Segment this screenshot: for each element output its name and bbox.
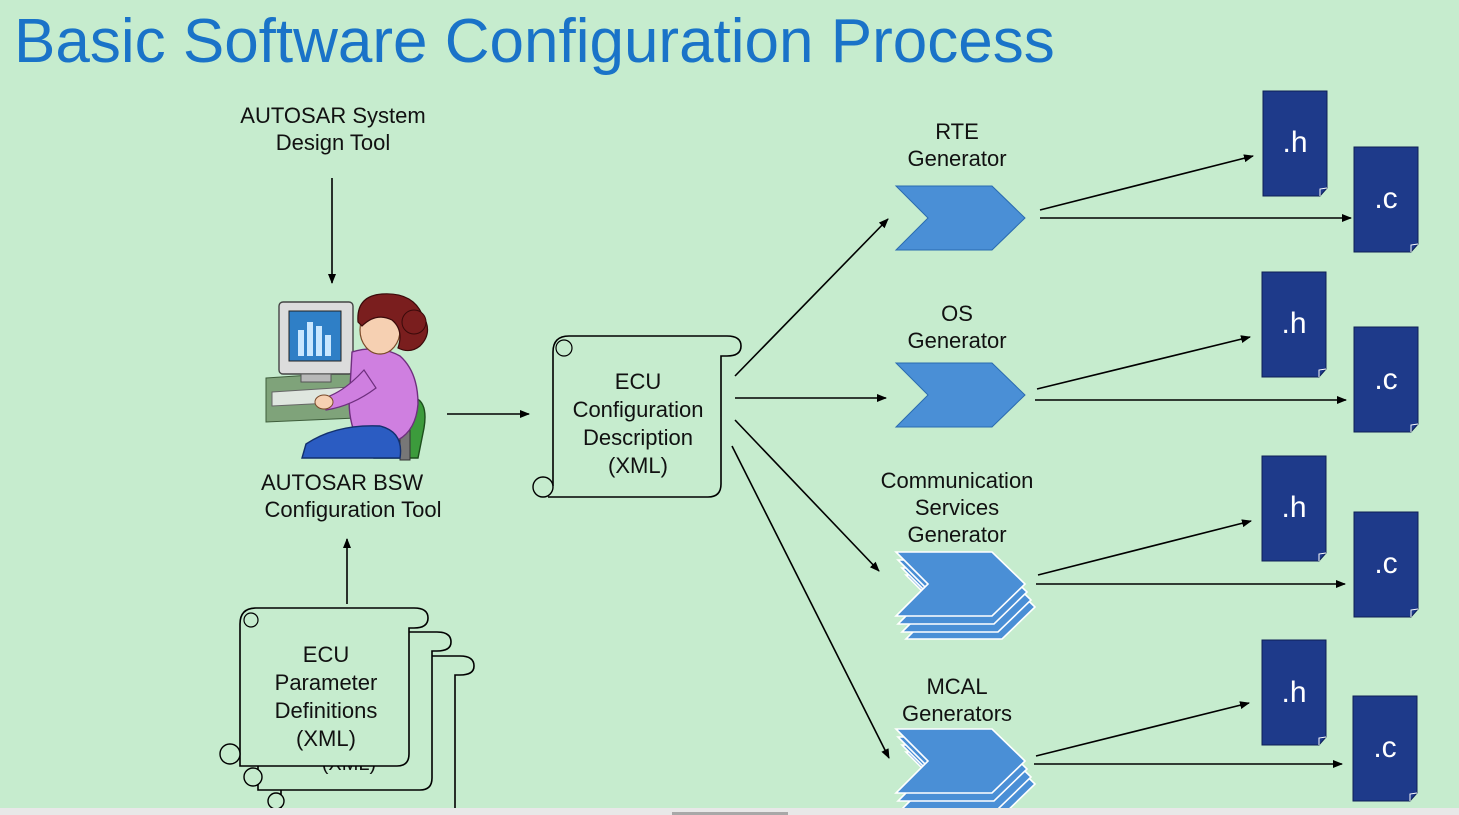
mcal-generators-line1: MCAL bbox=[926, 674, 988, 699]
os-h-file-icon: .h bbox=[1261, 271, 1327, 378]
arrow-rte-to-h bbox=[1039, 154, 1254, 211]
rte-c-file-icon: .c bbox=[1353, 146, 1419, 253]
rte-generator-line2: Generator bbox=[907, 146, 1007, 171]
ecu-param-definitions-label: ECU Parameter Definitions (XML) bbox=[244, 641, 408, 753]
ecu-config-line3: Description bbox=[582, 425, 694, 450]
com-generator-label: Communication Services Generator bbox=[852, 467, 1062, 548]
mcal-h-file-icon: .h bbox=[1261, 639, 1327, 746]
system-design-tool-line1: AUTOSAR System bbox=[240, 103, 426, 128]
ecu-config-description-label: ECU Configuration Description (XML) bbox=[555, 368, 721, 480]
com-h-file-label: .h bbox=[1281, 491, 1306, 524]
os-c-file-label: .c bbox=[1374, 363, 1397, 396]
arrow-to-rte-generator bbox=[734, 218, 889, 377]
mcal-generators-icon bbox=[894, 728, 1037, 815]
person-at-computer-icon bbox=[265, 293, 429, 461]
system-design-tool-label: AUTOSAR System Design Tool bbox=[213, 102, 453, 156]
ecu-param-line4: (XML) bbox=[296, 726, 356, 751]
com-c-file-label: .c bbox=[1374, 547, 1397, 580]
ecu-config-line2: Configuration bbox=[572, 397, 704, 422]
os-h-file-label: .h bbox=[1281, 307, 1306, 340]
mcal-c-file-label: .c bbox=[1373, 731, 1396, 764]
os-generator-line2: Generator bbox=[907, 328, 1007, 353]
rte-h-file-icon: .h bbox=[1262, 90, 1328, 197]
ecu-param-line1: ECU bbox=[302, 642, 350, 667]
os-generator-label: OS Generator bbox=[867, 300, 1047, 354]
com-generator-line3: Generator bbox=[907, 522, 1007, 547]
com-generator-line1: Communication bbox=[880, 468, 1034, 493]
ecu-config-line4: (XML) bbox=[608, 453, 668, 478]
ecu-config-line1: ECU bbox=[614, 369, 662, 394]
arrow-mcal-to-h bbox=[1035, 701, 1250, 757]
arrow-os-to-h bbox=[1036, 335, 1251, 390]
rte-generator-line1: RTE bbox=[935, 119, 979, 144]
bsw-config-tool-line2: Configuration Tool bbox=[264, 497, 442, 522]
param-definition-scroll-front bbox=[219, 607, 429, 767]
rte-generator-label: RTE Generator bbox=[867, 118, 1047, 172]
mcal-h-file-label: .h bbox=[1281, 676, 1306, 709]
os-generator-icon bbox=[894, 362, 1026, 428]
rte-h-file-label: .h bbox=[1282, 126, 1307, 159]
com-c-file-icon: .c bbox=[1353, 511, 1419, 618]
mcal-generators-line2: Generators bbox=[901, 701, 1013, 726]
system-design-tool-line2: Design Tool bbox=[275, 130, 391, 155]
bsw-config-tool-line1: AUTOSAR BSW bbox=[261, 470, 424, 495]
arrow-to-com-generator bbox=[734, 419, 880, 572]
arrow-com-to-h bbox=[1037, 519, 1252, 576]
bottom-scrollbar[interactable] bbox=[0, 808, 1459, 815]
com-generator-line2: Services bbox=[914, 495, 1000, 520]
ecu-param-line2: Parameter bbox=[274, 670, 378, 695]
mcal-c-file-icon: .c bbox=[1352, 695, 1418, 802]
rte-generator-icon bbox=[894, 185, 1026, 251]
com-generator-icon bbox=[894, 551, 1037, 640]
mcal-generators-label: MCAL Generators bbox=[867, 673, 1047, 727]
page-title: Basic Software Configuration Process bbox=[14, 7, 1055, 76]
os-generator-line1: OS bbox=[941, 301, 973, 326]
ecu-param-line3: Definitions bbox=[274, 698, 378, 723]
arrow-to-mcal-generators bbox=[731, 445, 890, 759]
com-h-file-icon: .h bbox=[1261, 455, 1327, 562]
bsw-config-tool-label: AUTOSAR BSW Configuration Tool bbox=[238, 469, 468, 523]
rte-c-file-label: .c bbox=[1374, 182, 1397, 215]
ecu-config-description-scroll bbox=[532, 335, 742, 498]
scrollbar-thumb[interactable] bbox=[672, 812, 788, 815]
os-c-file-icon: .c bbox=[1353, 326, 1419, 433]
